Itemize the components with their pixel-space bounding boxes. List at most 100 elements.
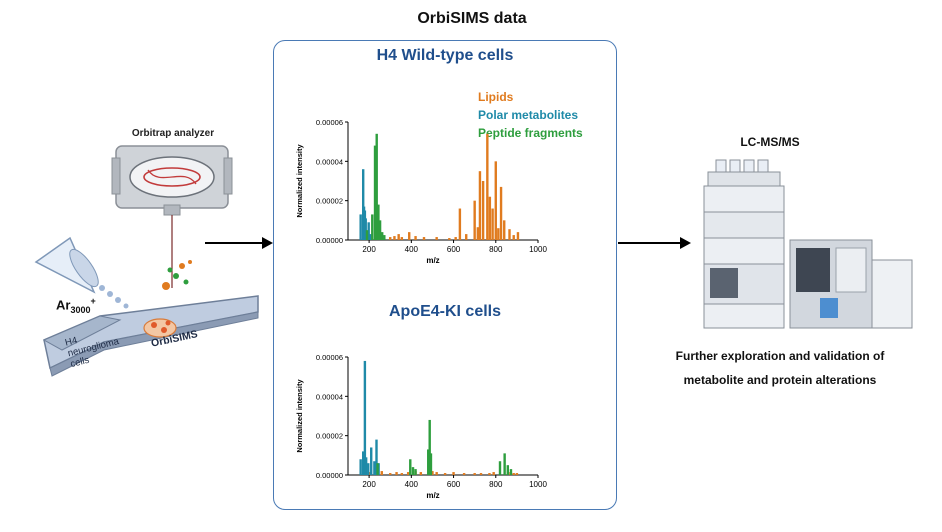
x-tick-label: 800 [489,245,503,254]
bar-mark [359,214,362,240]
bar-mark [435,472,438,475]
legend: Lipids Polar metabolites Peptide fragmen… [478,88,583,142]
bar-mark [508,229,511,240]
bar-mark [375,439,378,475]
bar-mark [371,214,374,240]
y-tick-label: 0.00006 [316,353,343,362]
orbitrap-analyzer-label: Orbitrap analyzer [131,128,215,139]
page-title: OrbiSIMS data [417,10,527,27]
bar-mark [431,471,434,475]
orbitrap-analyzer-icon [111,145,233,216]
bar-mark [473,473,476,475]
bar-mark [419,472,423,475]
bar-mark [492,472,495,475]
bar-mark [364,457,368,475]
ejected-ions-icon [162,260,192,290]
y-axis-label: Normalized intensity [295,144,304,218]
lcms-caption-line2: metabolite and protein alterations [683,373,877,387]
x-tick-label: 800 [489,480,503,489]
y-tick-label: 0.00002 [316,197,343,206]
bar-mark [481,181,485,240]
y-tick-label: 0.00004 [316,157,343,166]
bar-mark [373,461,376,475]
bar-mark [497,228,500,240]
x-tick-label: 200 [362,245,376,254]
bar-mark [509,469,513,475]
x-tick-label: 600 [447,480,461,489]
bar-mark [515,473,519,475]
bar-mark [363,360,367,475]
legend-item-polar: Polar metabolites [478,108,579,122]
y-axis-label: Normalized intensity [295,379,304,453]
bar-mark [378,220,382,240]
bar-mark [465,234,468,240]
x-tick-label: 600 [447,245,461,254]
bar-mark [494,161,497,240]
bar-mark [414,469,417,475]
bar-mark [393,236,396,240]
bar-mark [486,133,489,240]
bar-mark [478,171,482,240]
lcms-caption-line1: Further exploration and validation of [675,349,885,363]
bar-mark [476,227,480,240]
chart-title-apoe4: ApoE4-KI cells [388,303,502,320]
y-tick-label: 0.00006 [316,118,343,127]
bar-mark [381,232,384,240]
bar-mark [473,200,476,240]
ion-source-subscript: 3000 [70,304,91,315]
chart-title-wildtype: H4 Wild-type cells [376,47,514,64]
bar-mark [448,238,451,240]
bar-mark [368,234,372,240]
bar-mark [409,459,412,475]
bar-mark [408,232,411,240]
y-tick-label: 0.00002 [316,432,343,441]
bar-mark [365,230,369,240]
bar-mark [428,419,431,475]
cells-icon [143,318,177,338]
x-tick-label: 1000 [529,480,547,489]
bar-mark [435,237,438,240]
ion-gun-icon [34,236,129,309]
bar-mark [389,473,392,475]
bar-mark [503,453,506,475]
bar-mark [429,453,433,475]
bar-mark [362,169,365,240]
bar-mark [488,196,492,240]
bar-mark [367,463,370,475]
bar-mark [362,451,365,475]
bar-mark [506,465,510,475]
bar-mark [389,237,392,240]
bar-mark [411,467,415,475]
bar-mark [499,186,503,240]
x-axis-label: m/z [426,491,439,500]
bar-mark [395,472,398,475]
bar-mark [376,463,379,475]
bar-mark [397,234,400,240]
ion-source-label: Ar3000+ [56,296,96,315]
ion-source-symbol: Ar [56,297,71,313]
legend-item-peptide: Peptide fragments [478,126,583,140]
y-tick-label: 0.00000 [316,471,343,480]
y-tick-label: 0.00000 [316,236,343,245]
bar-mark [462,473,466,475]
bar-mark [516,232,520,240]
bar-mark [367,222,370,240]
bar-mark [488,473,491,475]
bar-mark [400,473,404,475]
bar-mark [375,133,378,240]
orbisims-data-box [273,40,617,510]
bar-mark [400,237,404,240]
bar-mark [512,473,515,475]
x-tick-label: 200 [362,480,376,489]
bar-mark [452,472,455,475]
bar-mark [491,208,494,240]
chart-wildtype: 0.00000 0.00002 0.00004 0.00006 200 400 600 800… [295,118,547,265]
bar-mark [370,447,373,475]
bar-mark [458,208,462,240]
lcms-title: LC-MS/MS [740,135,800,149]
bar-mark [406,472,410,475]
bar-mark [443,473,447,475]
bar-mark [422,237,426,240]
x-tick-label: 400 [405,245,419,254]
